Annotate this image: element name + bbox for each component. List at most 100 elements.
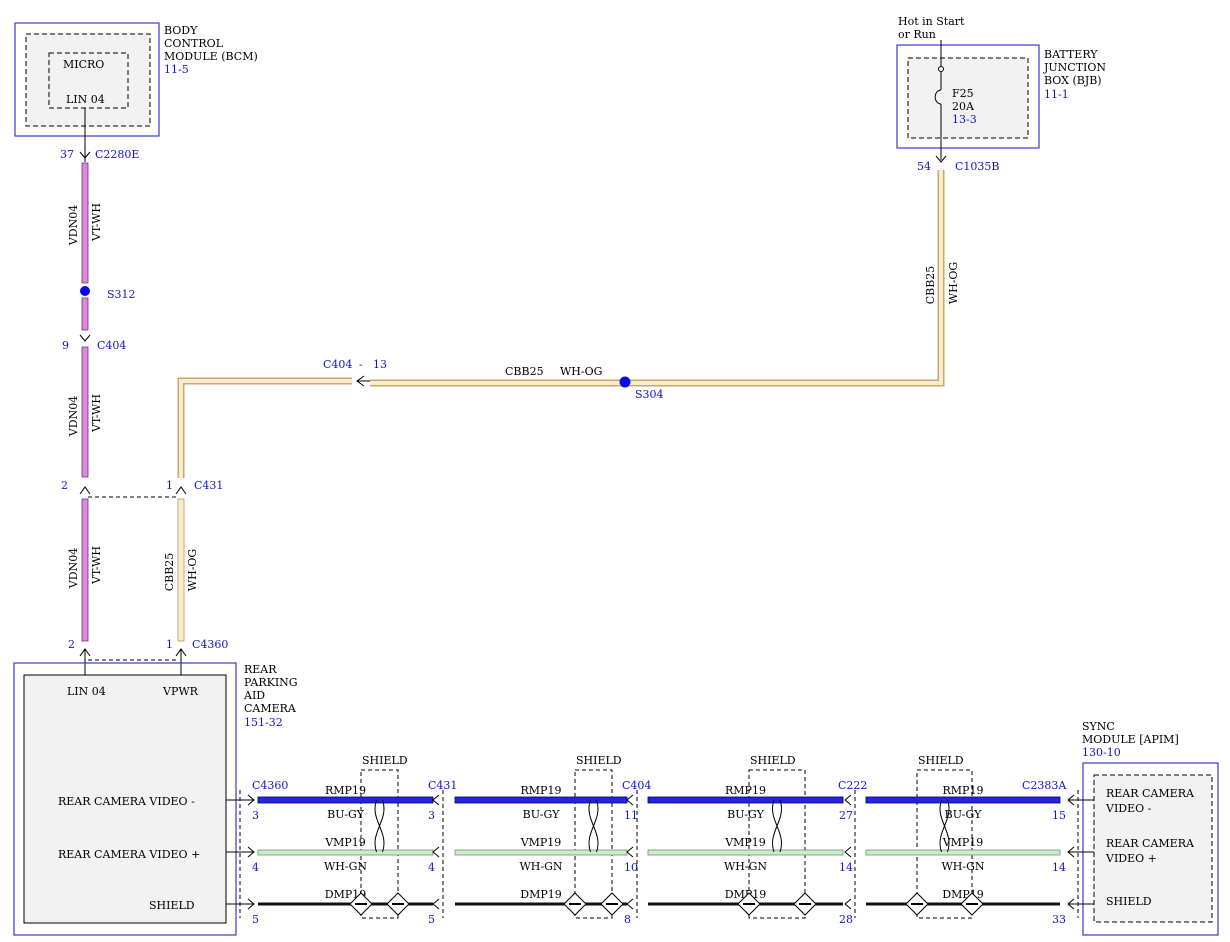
label-bu-gy-3: BU-GY <box>727 808 764 821</box>
label-wh-gn-2: WH-GN <box>519 860 562 873</box>
pin-rmp-3: 11 <box>624 809 638 822</box>
arrow-left-icon <box>844 898 852 910</box>
splice-s312-dot <box>80 286 90 296</box>
label-vmp19-3: VMP19 <box>724 836 766 849</box>
camera-sig-shield: SHIELD <box>149 899 195 912</box>
label-wh-gn-4: WH-GN <box>941 860 984 873</box>
pin-dmp-3: 8 <box>624 913 631 926</box>
label-rmp19-1: RMP19 <box>325 784 366 797</box>
camera-sig-video-neg: REAR CAMERA VIDEO - <box>58 795 195 808</box>
arrow-left-icon <box>626 794 634 806</box>
c404-pin-power: 13 <box>373 358 387 371</box>
whog-label-h: WH-OG <box>560 365 602 378</box>
label-wh-gn-1: WH-GN <box>324 860 367 873</box>
sync-name-2: MODULE [APIM] <box>1082 733 1179 746</box>
wire-vmp19-seg-4 <box>865 849 1061 856</box>
vtwh-label-2: VT-WH <box>90 394 103 433</box>
label-vmp19-4: VMP19 <box>942 836 984 849</box>
arrow-left-icon <box>844 846 852 858</box>
sync-name-1: SYNC <box>1082 720 1115 733</box>
wire-vmp19-seg-1 <box>257 849 434 856</box>
shield-label-1: SHIELD <box>362 754 408 767</box>
c404-label-lin: C404 <box>97 339 126 352</box>
camera-name-1: REAR <box>244 663 277 676</box>
c404-pin-lin: 9 <box>62 339 69 352</box>
fuse-name: F25 <box>952 87 974 100</box>
label-bu-gy-2: BU-GY <box>523 808 560 821</box>
camera-name-2: PARKING <box>244 676 298 689</box>
sync-sig-video-neg-1: REAR CAMERA <box>1106 787 1195 800</box>
wire-vdn04-segment-1 <box>81 162 89 284</box>
whog-label-v2: WH-OG <box>186 549 199 591</box>
bjb-name-1: BATTERY <box>1044 48 1098 61</box>
wire-rmp19-seg-3 <box>647 796 844 804</box>
twisted-pair-icon <box>939 799 950 853</box>
cbb25-label-h: CBB25 <box>505 365 544 378</box>
pin-dmp-4: 28 <box>839 913 853 926</box>
arrow-left-icon <box>626 898 634 910</box>
wire-vmp19-seg-3 <box>647 849 844 856</box>
vtwh-label-1: VT-WH <box>90 203 103 242</box>
sync-ref: 130-10 <box>1082 746 1121 759</box>
label-wh-gn-3: WH-GN <box>724 860 767 873</box>
pin-vmp-3: 10 <box>624 861 638 874</box>
label-rmp19-4: RMP19 <box>943 784 984 797</box>
pin-dmp-2: 5 <box>428 913 435 926</box>
pin-vmp-5: 14 <box>1052 861 1066 874</box>
label-bu-gy-1: BU-GY <box>327 808 364 821</box>
pin-vmp-2: 4 <box>428 861 435 874</box>
shield-label-3: SHIELD <box>750 754 796 767</box>
twisted-pair-icon <box>588 799 599 853</box>
connector-label-C2383A: C2383A <box>1022 779 1067 792</box>
whog-label-v1: WH-OG <box>947 262 960 304</box>
c431-label-power: C431 <box>194 479 223 492</box>
pin-rmp-4: 27 <box>839 809 853 822</box>
fuse-rating: 20A <box>952 100 975 113</box>
connector-label-C404: C404 <box>622 779 651 792</box>
twisted-pair-icon <box>374 799 385 853</box>
bcm-ref: 11-5 <box>164 63 189 76</box>
c4360-pin-lin: 2 <box>68 638 75 651</box>
splice-s304-dot <box>619 376 631 388</box>
wire-rmp19-seg-2 <box>454 796 628 804</box>
wire-rmp19-seg-1 <box>257 796 434 804</box>
c4360-pin-power: 1 <box>166 638 173 651</box>
fuse-icon <box>934 89 942 105</box>
shield-label-2: SHIELD <box>576 754 622 767</box>
c1035b-pin: 54 <box>917 160 931 173</box>
vdn04-label-1: VDN04 <box>67 205 80 246</box>
bjb-name-3: BOX (BJB) <box>1044 74 1102 87</box>
label-rmp19-2: RMP19 <box>521 784 562 797</box>
twisted-pair-icon <box>772 799 782 853</box>
c4360-label-power: C4360 <box>192 638 228 651</box>
bjb-note-2: or Run <box>898 28 936 41</box>
camera-name-4: CAMERA <box>244 702 297 715</box>
c404-label-power: C404 <box>323 358 352 371</box>
label-vmp19-1: VMP19 <box>324 836 366 849</box>
arrow-left-icon <box>432 898 440 910</box>
pin-dmp-1: 5 <box>252 913 259 926</box>
cbb25-label-v2: CBB25 <box>163 553 176 592</box>
camera-ref: 151-32 <box>244 716 283 729</box>
connector-label-C222: C222 <box>838 779 867 792</box>
vdn04-label-2: VDN04 <box>67 396 80 437</box>
camera-sig-video-pos: REAR CAMERA VIDEO + <box>58 848 200 861</box>
splice-s312-label: S312 <box>107 288 136 301</box>
bcm-module: MICRO LIN 04 BODY CONTROL MODULE (BCM) 1… <box>14 22 258 137</box>
camera-module: LIN 04 VPWR REAR CAMERA VIDEO - REAR CAM… <box>13 662 298 936</box>
bcm-name-2: CONTROL <box>164 37 224 50</box>
sync-sig-video-pos-1: REAR CAMERA <box>1106 837 1195 850</box>
pin-rmp-1: 3 <box>252 809 259 822</box>
label-vmp19-2: VMP19 <box>520 836 562 849</box>
power-circuit: 54 C1035B C404 - 13 S304 CBB25 WH-OG CBB… <box>163 155 1000 675</box>
vdn04-label-3: VDN04 <box>67 548 80 589</box>
sync-sig-video-pos-2: VIDEO + <box>1105 852 1157 865</box>
pin-vmp-4: 14 <box>839 861 853 874</box>
bcm-name-3: MODULE (BCM) <box>164 50 258 63</box>
c404-sep: - <box>359 358 363 371</box>
c404-arrow-icon <box>79 334 91 342</box>
wire-cbb25-upper-outline <box>370 170 945 387</box>
c431-arrow-power-icon <box>175 486 187 495</box>
label-rmp19-3: RMP19 <box>725 784 766 797</box>
